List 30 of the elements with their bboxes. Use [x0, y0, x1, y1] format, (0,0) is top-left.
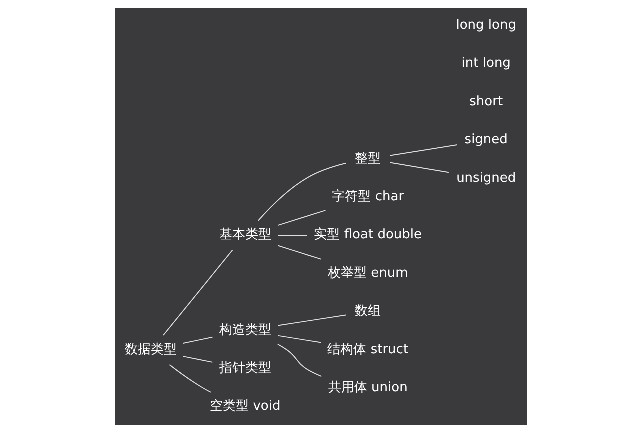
connector [162, 250, 233, 336]
connector [277, 245, 322, 260]
node-text: 构造类型 [218, 322, 271, 338]
connector [276, 344, 322, 378]
node-text: 指针类型 [218, 360, 271, 376]
connector [182, 336, 213, 344]
node-text: signed [464, 132, 508, 148]
node-text: 实型 float double [314, 228, 422, 243]
label: int long [461, 56, 510, 72]
node-text: 空类型 void [210, 399, 280, 414]
connector [277, 210, 326, 226]
connector [389, 144, 458, 156]
node-text: unsigned [456, 170, 516, 186]
node-text: 数据类型 [124, 342, 176, 358]
connector [389, 162, 449, 174]
node-text: 基本类型 [218, 228, 271, 243]
label: short [469, 94, 503, 110]
label: long long [456, 18, 516, 34]
connector [257, 162, 346, 222]
node-text: 枚举型 enum [327, 266, 408, 281]
node-text: 字符型 char [332, 189, 404, 204]
connector [277, 235, 308, 236]
connector [182, 356, 213, 363]
connector [277, 335, 322, 344]
node-text: 共用体 union [328, 380, 408, 396]
node-text: 整型 [354, 151, 381, 166]
node-text: 数组 [354, 304, 381, 320]
connector [168, 364, 211, 393]
connector [277, 314, 346, 326]
node-text: 结构体 struct [327, 342, 408, 358]
